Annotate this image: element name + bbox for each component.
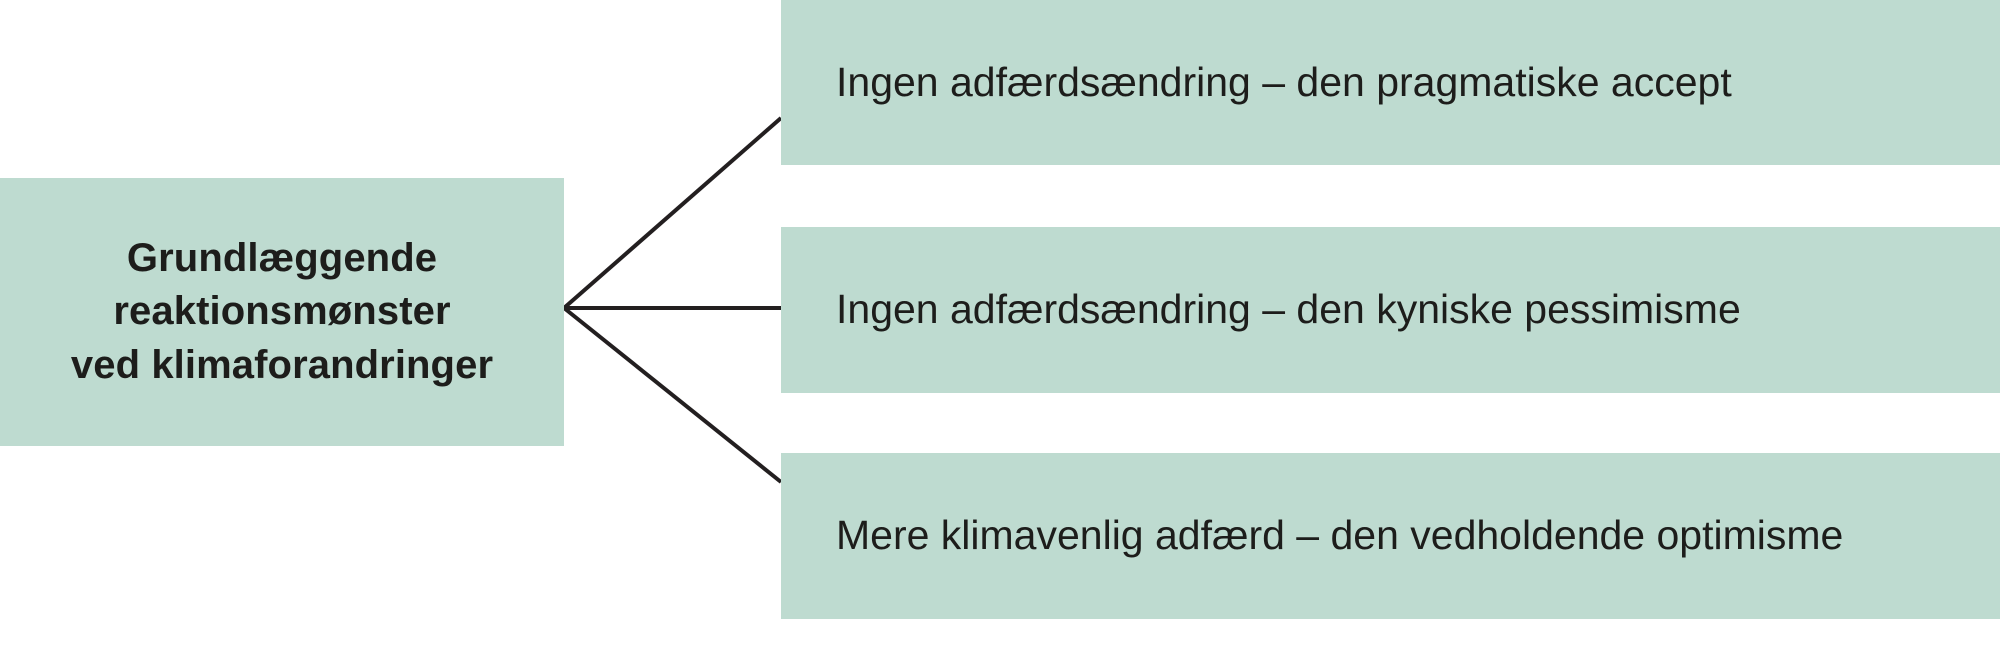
root-node-label-line-2: reaktionsmønster <box>113 289 451 334</box>
branch-node-3-label: Mere klimavenlig adfærd – den vedholdend… <box>836 512 1844 559</box>
connector-root-to-branch-1 <box>562 116 783 310</box>
root-node[interactable]: Grundlæggende reaktionsmønster ved klima… <box>0 178 564 446</box>
connector-root-to-branch-3 <box>562 306 783 484</box>
root-node-label-line-3: ved klimaforandringer <box>70 342 494 387</box>
root-node-label-line-1: Grundlæggende <box>126 236 438 281</box>
branch-node-1[interactable]: Ingen adfærdsændring – den pragmatiske a… <box>781 0 2000 165</box>
branch-node-2-label: Ingen adfærdsændring – den kyniske pessi… <box>836 286 1741 333</box>
root-node-label: Grundlæggende reaktionsmønster ved klima… <box>71 232 493 392</box>
branch-node-1-label: Ingen adfærdsændring – den pragmatiske a… <box>836 58 1732 105</box>
branch-node-3[interactable]: Mere klimavenlig adfærd – den vedholdend… <box>781 453 2000 619</box>
branch-node-2[interactable]: Ingen adfærdsændring – den kyniske pessi… <box>781 227 2000 393</box>
